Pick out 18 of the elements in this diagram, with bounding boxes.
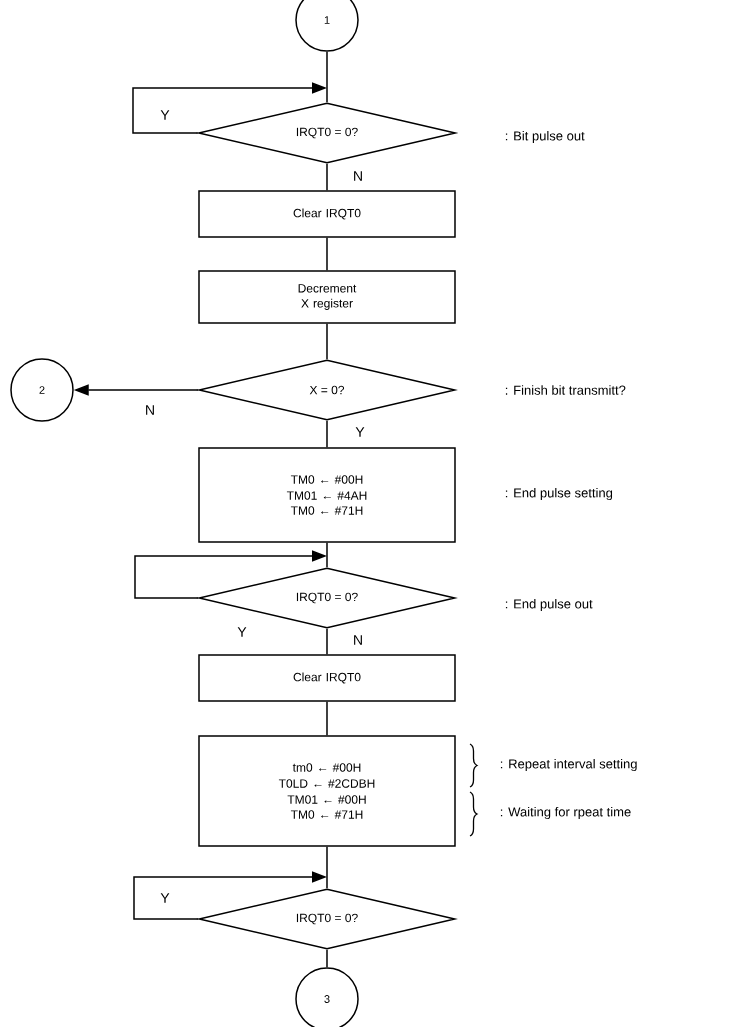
annotation-text: : End pulse out (505, 598, 593, 612)
annotation-text: : End pulse setting (505, 487, 613, 501)
edge-label: N (354, 635, 362, 645)
annotation-text: : Waiting for rpeat time (500, 806, 631, 820)
process-box: Clear IRQT0 (198, 190, 456, 238)
annotation-text: : Finish bit transmitt? (505, 385, 626, 395)
process-box: Clear IRQT0 (198, 654, 456, 702)
process-box: Decrement X register (198, 270, 456, 324)
edge-label: Y (160, 110, 170, 120)
edge-label: Y (160, 893, 170, 903)
process-box: tm0 ← #00H T0LD ← #2CDBH TM01 ← #00H TM0 ← #71H (198, 735, 456, 847)
edge-label: N (146, 405, 154, 415)
annotation-text: : Repeat interval setting (500, 758, 637, 772)
edge-label: Y (237, 627, 247, 637)
annotation-text: : Bit pulse out (505, 130, 585, 144)
edge-label: N (354, 171, 362, 181)
edge-label: Y (355, 427, 365, 437)
process-box: TM0 ← #00H TM01 ← #4AH TM0 ← #71H (198, 447, 456, 543)
